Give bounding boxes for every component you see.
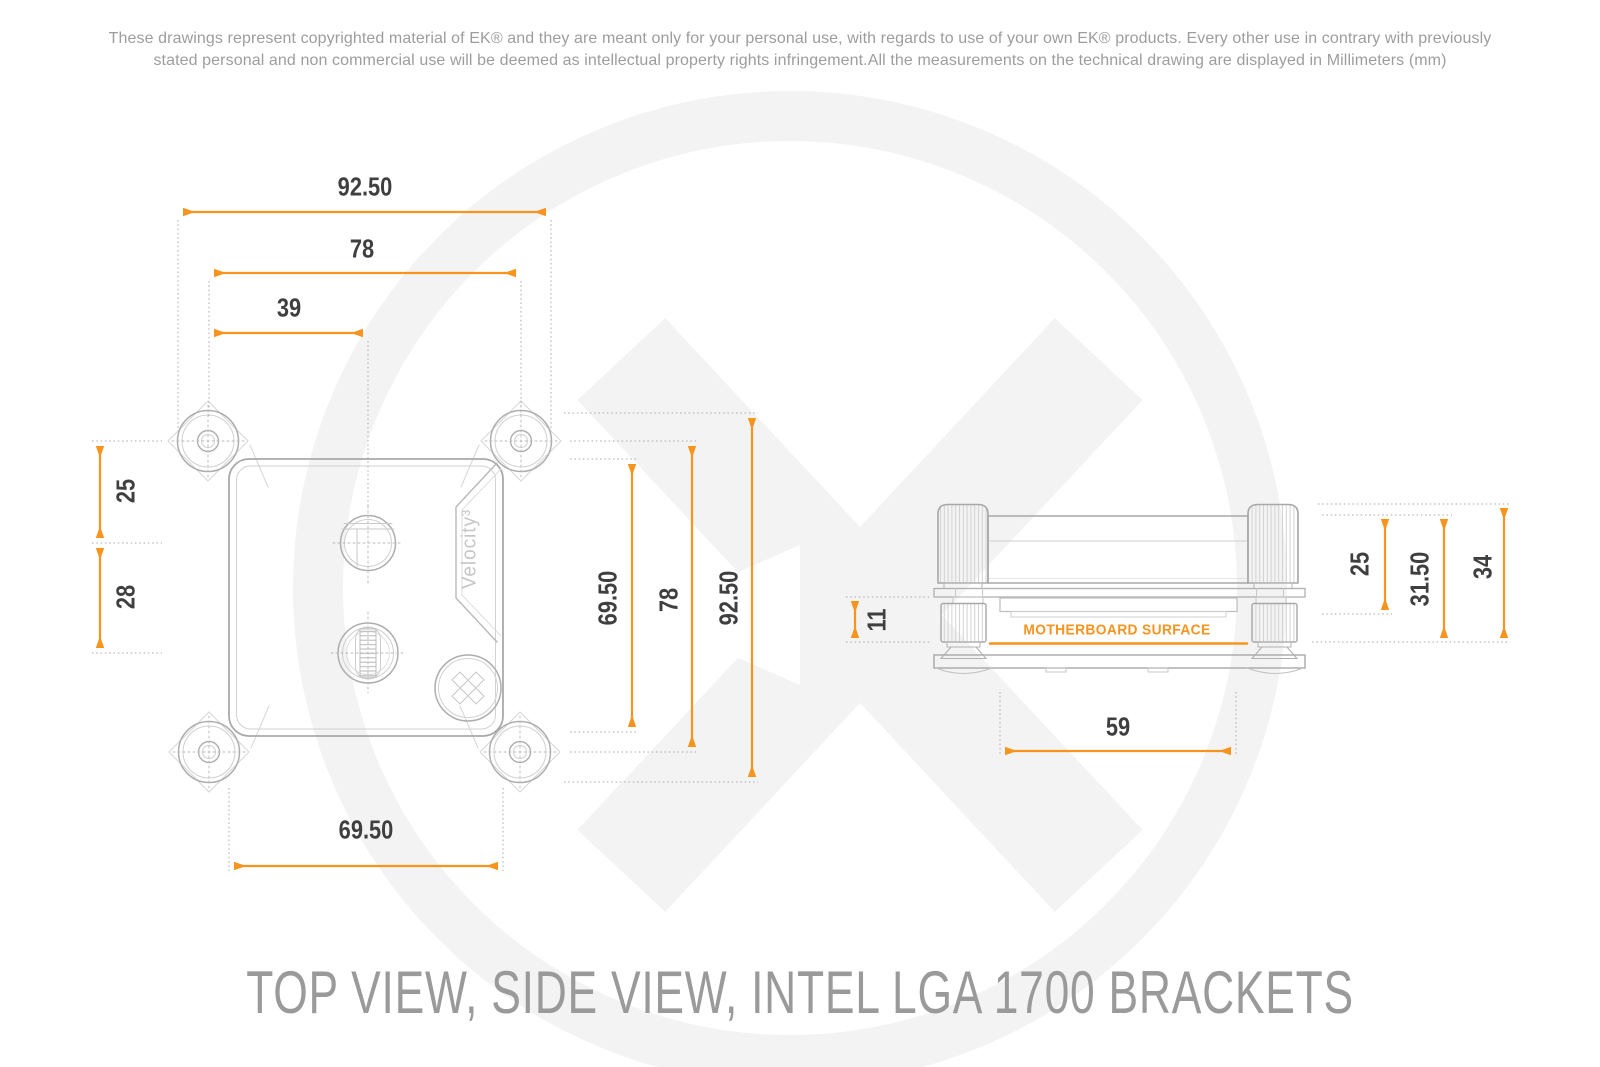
motherboard-surface-label: MOTHERBOARD SURFACE: [1023, 621, 1211, 639]
thumbscrew-left: [937, 503, 989, 589]
dim-label-mount-pitch-height: 78: [653, 587, 684, 613]
mounting-post-top-right: [460, 400, 562, 488]
dim-label-side-block-height: 25: [1344, 551, 1375, 577]
dim-label-top-overall-width: 92.50: [337, 171, 393, 202]
dim-label-port-spacing: 28: [110, 584, 141, 610]
dim-label-overall-height: 92.50: [713, 570, 744, 626]
mounting-post-bottom-right: [459, 705, 561, 793]
disclaimer-line-1: These drawings represent copyrighted mat…: [108, 30, 1492, 47]
mounting-post-bottom-left: [168, 705, 270, 793]
copyright-disclaimer: These drawings represent copyrighted mat…: [0, 28, 1600, 72]
waterblock-top-body: [228, 458, 504, 737]
dimension-extension-lines: [92, 220, 1510, 871]
dim-label-port-offset: 39: [276, 292, 302, 323]
dim-label-standoff-height: 11: [861, 608, 892, 632]
cpu-socket-profile: [999, 597, 1238, 618]
thumbscrew-right: [1247, 503, 1299, 589]
backplate: [933, 654, 1306, 674]
dim-label-side-overall-height: 34: [1467, 554, 1498, 580]
side-view-drawing: [933, 503, 1306, 674]
mounting-post-top-left: [167, 400, 269, 488]
dim-label-body-height: 69.50: [592, 570, 623, 626]
dim-label-body-width: 69.50: [338, 814, 394, 845]
dim-label-backplate-span: 59: [1105, 711, 1131, 742]
ek-badge-icon: [434, 654, 502, 722]
page-title: TOP VIEW, SIDE VIEW, INTEL LGA 1700 BRAC…: [246, 959, 1354, 1026]
dim-label-mount-to-port: 25: [110, 478, 141, 504]
product-name-velocity: Velocity³: [458, 508, 481, 590]
disclaimer-line-2: stated personal and non commercial use w…: [153, 52, 1447, 70]
dimension-lines: [95, 207, 1509, 871]
side-body: [987, 515, 1249, 584]
top-view-drawing: [167, 400, 562, 793]
dim-label-top-mount-pitch: 78: [349, 233, 375, 264]
dim-label-side-screwtop-height: 31.50: [1404, 551, 1435, 607]
